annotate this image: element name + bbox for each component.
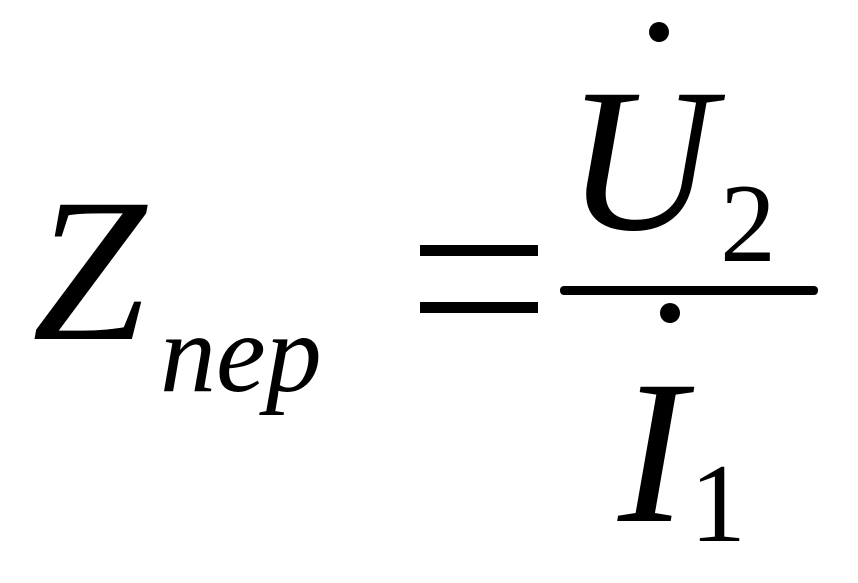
- numerator-voltage-symbol: U: [566, 47, 715, 274]
- denominator-dot-accent: [660, 303, 680, 323]
- equals-sign: [420, 240, 538, 318]
- equals-bar-top: [420, 245, 538, 256]
- denominator-subscript: 1: [690, 442, 746, 566]
- numerator-dot-accent: [649, 22, 669, 42]
- numerator-subscript: 2: [720, 162, 776, 286]
- denominator-current-symbol: I: [618, 339, 687, 566]
- equals-bar-bottom: [420, 302, 538, 313]
- fraction-bar: [560, 286, 818, 295]
- impedance-symbol: Z: [32, 157, 147, 384]
- impedance-subscript: пер: [160, 292, 322, 416]
